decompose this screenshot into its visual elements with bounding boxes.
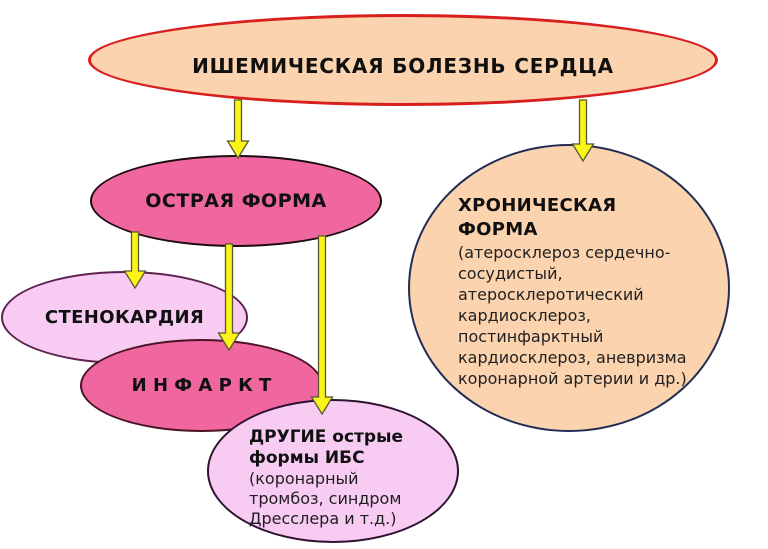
chronic-form-text: ХРОНИЧЕСКАЯ ФОРМА (атеросклероз сердечно… — [458, 194, 698, 389]
arrow-root-to-acute-icon — [226, 99, 250, 160]
other-acute-forms-text: ДРУГИЕ острые формы ИБС (коронарный тром… — [249, 427, 444, 529]
chronic-form-title-line: ФОРМА — [458, 219, 538, 240]
angina-label: СТЕНОКАРДИЯ — [44, 307, 205, 328]
node-acute-form: ОСТРАЯ ФОРМА — [90, 155, 382, 247]
node-ischemic-heart-disease: ИШЕМИЧЕСКАЯ БОЛЕЗНЬ СЕРДЦА — [88, 14, 718, 106]
chronic-form-detail-line: кардиосклероз, — [458, 306, 591, 325]
chronic-form-detail-line: коронарной артерии и др.) — [458, 369, 687, 388]
node-chronic-form: ХРОНИЧЕСКАЯ ФОРМА (атеросклероз сердечно… — [408, 144, 730, 432]
other-acute-forms-detail-line: Дресслера и т.д.) — [249, 509, 397, 528]
chronic-form-detail-line: (атеросклероз сердечно- — [458, 243, 671, 262]
chronic-form-detail-line: кардиосклероз, аневризма — [458, 348, 687, 367]
chronic-form-title-line: ХРОНИЧЕСКАЯ — [458, 195, 617, 216]
acute-form-label: ОСТРАЯ ФОРМА — [145, 190, 327, 212]
infarct-label: И Н Ф А Р К Т — [131, 375, 272, 396]
chronic-form-detail-line: постинфарктный — [458, 327, 604, 346]
node-other-acute-forms: ДРУГИЕ острые формы ИБС (коронарный тром… — [207, 399, 459, 543]
other-acute-forms-title-line: формы ИБС — [249, 448, 365, 468]
chronic-form-detail-line: атеросклеротический — [458, 285, 644, 304]
other-acute-forms-detail-line: (коронарный — [249, 469, 359, 488]
other-acute-forms-title-line: ДРУГИЕ острые — [249, 427, 403, 447]
root-node-label: ИШЕМИЧЕСКАЯ БОЛЕЗНЬ СЕРДЦА — [192, 54, 614, 78]
chronic-form-detail-line: сосудистый, — [458, 264, 563, 283]
other-acute-forms-detail-line: тромбоз, синдром — [249, 489, 402, 508]
